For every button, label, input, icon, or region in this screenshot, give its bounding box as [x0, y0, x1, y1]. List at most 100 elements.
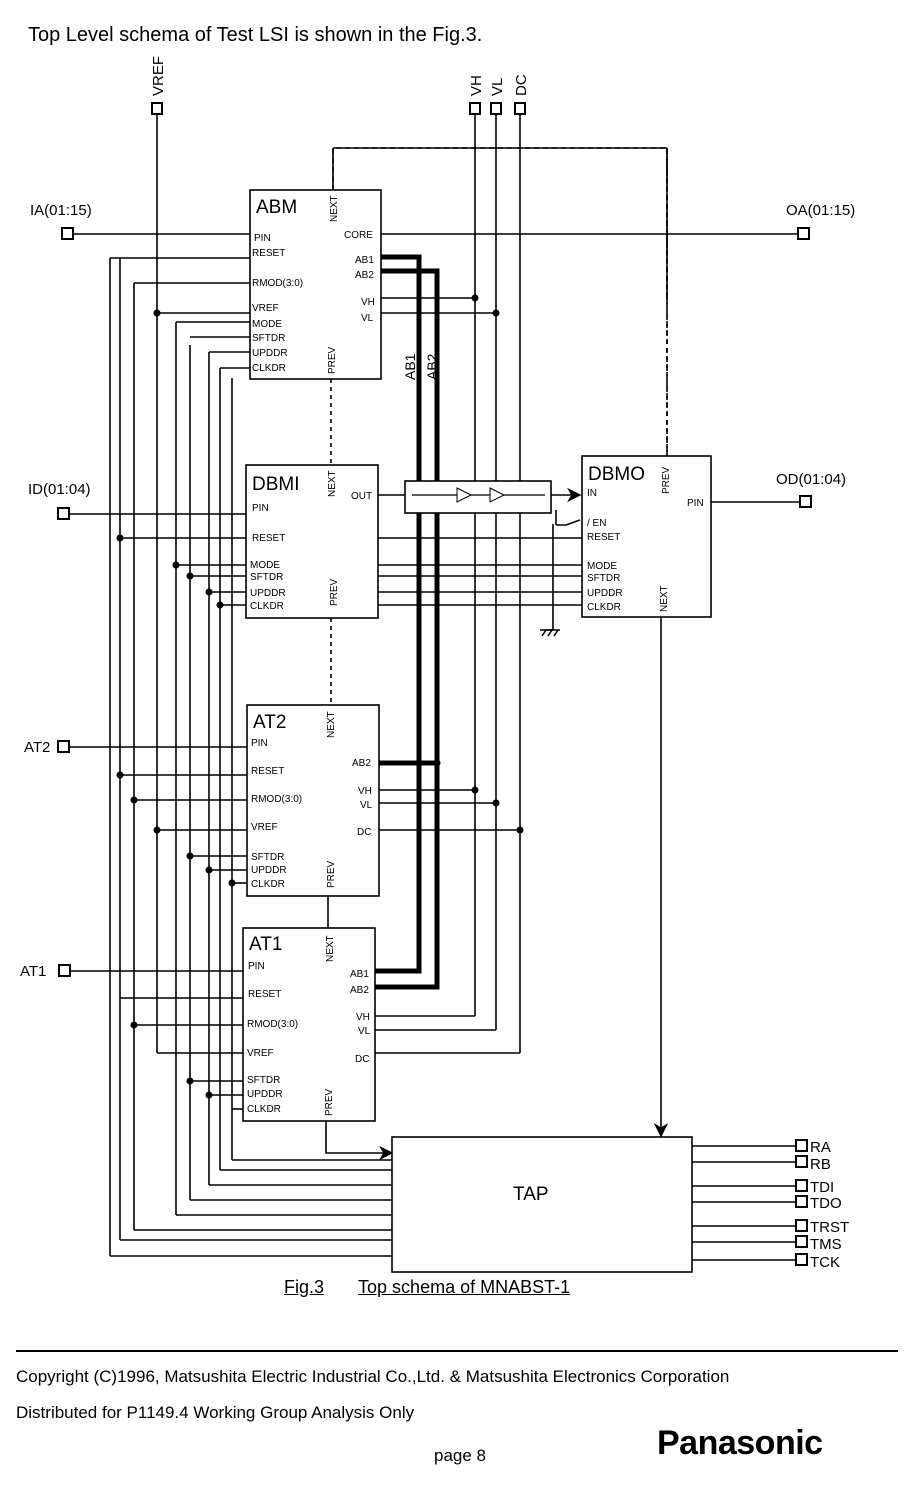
dbmo-port: SFTDR [587, 573, 620, 584]
abm-port: UPDDR [252, 348, 288, 359]
pin-ia: IA(01:15) [30, 202, 92, 219]
pin-tdi: TDI [810, 1179, 834, 1196]
footer-divider [16, 1350, 898, 1352]
at1-port: PIN [248, 961, 265, 972]
abm-port: MODE [252, 319, 282, 330]
at2-next: NEXT [326, 711, 337, 738]
dbmo-port: UPDDR [587, 588, 623, 599]
pin-at1: AT1 [20, 963, 46, 980]
dbmi-next: NEXT [327, 470, 338, 497]
dbmi-port: UPDDR [250, 588, 286, 599]
at1-port: CLKDR [247, 1104, 281, 1115]
dbmo-port: IN [587, 488, 597, 499]
abm-title: ABM [256, 197, 297, 218]
abm-block: ABM PIN RESET RMOD(3:0) VREF MODE SFTDR … [249, 189, 382, 380]
dbmo-port: / EN [587, 518, 606, 529]
abm-port: VREF [252, 303, 279, 314]
top-pins: VREF VH VL DC [150, 56, 530, 115]
abm-port: SFTDR [252, 333, 285, 344]
pin-trst: TRST [810, 1219, 849, 1236]
buffer-block [404, 480, 552, 514]
at2-block: AT2 PIN RESET RMOD(3:0) VREF SFTDR UPDDR… [246, 704, 380, 897]
bus-label-ab2: AB2 [424, 353, 440, 380]
pin-od: OD(01:04) [776, 471, 846, 488]
wiring [68, 115, 800, 1261]
abm-next: NEXT [329, 195, 340, 222]
dbmo-port: CLKDR [587, 602, 621, 613]
tap-block: TAP [391, 1136, 693, 1273]
at2-port: VL [360, 800, 373, 811]
tap-title: TAP [513, 1184, 549, 1205]
at1-port: VH [356, 1012, 370, 1023]
at1-prev: PREV [324, 1088, 335, 1116]
analog-buses [375, 254, 440, 990]
pin-dc: DC [513, 74, 530, 96]
at2-port: CLKDR [251, 879, 285, 890]
abm-port: AB2 [355, 270, 374, 281]
abm-port: RMOD(3:0) [252, 278, 303, 289]
dbmo-port: PIN [687, 498, 704, 509]
pin-ra: RA [810, 1139, 831, 1156]
figure-caption: Fig.3 Top schema of MNABST-1 [284, 1277, 570, 1298]
dbmo-port: MODE [587, 561, 617, 572]
at2-port: VREF [251, 822, 278, 833]
figure-title: Top schema of MNABST-1 [358, 1277, 571, 1297]
dbmi-port: PIN [252, 503, 269, 514]
at1-port: AB2 [350, 985, 369, 996]
abm-port: CORE [344, 230, 373, 241]
at1-port: UPDDR [247, 1089, 283, 1100]
abm-port: VL [361, 313, 374, 324]
at1-port: VREF [247, 1048, 274, 1059]
page-number: page 8 [434, 1446, 486, 1465]
at2-title: AT2 [253, 712, 286, 733]
abm-port: VH [361, 297, 375, 308]
io-pins: IA(01:15) OA(01:15) ID(01:04) OD(01:04) … [20, 202, 855, 980]
dbmi-title: DBMI [252, 474, 300, 495]
at1-next: NEXT [325, 935, 336, 962]
figure-number: Fig.3 [284, 1277, 325, 1297]
dbmo-port: RESET [587, 532, 620, 543]
dbmo-prev: PREV [661, 466, 672, 494]
panasonic-logo: Panasonic [657, 1424, 823, 1462]
pin-tdo: TDO [810, 1195, 842, 1212]
at1-title: AT1 [249, 934, 282, 955]
at1-port: VL [358, 1026, 371, 1037]
at1-port: AB1 [350, 969, 369, 980]
at2-port: DC [357, 827, 371, 838]
abm-port: RESET [252, 248, 285, 259]
distribution-text: Distributed for P1149.4 Working Group An… [16, 1403, 415, 1422]
pin-rb: RB [810, 1156, 831, 1173]
dbmi-port: SFTDR [250, 572, 283, 583]
at2-port: UPDDR [251, 865, 287, 876]
dbmi-port: CLKDR [250, 601, 284, 612]
dbmi-block: DBMI PIN RESET MODE SFTDR UPDDR CLKDR OU… [245, 464, 379, 619]
abm-prev: PREV [327, 346, 338, 374]
at1-port: DC [355, 1054, 369, 1065]
dbmo-next: NEXT [659, 585, 670, 612]
dbmi-port: RESET [252, 533, 285, 544]
pin-tck: TCK [810, 1254, 840, 1271]
dbmi-port: OUT [351, 491, 372, 502]
abm-port: PIN [254, 233, 271, 244]
tap-pins: RA RB TDI TDO TRST TMS TCK [795, 1139, 849, 1271]
pin-vh: VH [468, 75, 485, 96]
at2-port: VH [358, 786, 372, 797]
dbmo-title: DBMO [588, 464, 645, 485]
dbmi-prev: PREV [329, 578, 340, 606]
abm-port: CLKDR [252, 363, 286, 374]
pin-vref: VREF [150, 56, 167, 96]
pin-at2: AT2 [24, 739, 50, 756]
dbmo-block: DBMO IN / EN RESET MODE SFTDR UPDDR CLKD… [581, 455, 712, 618]
ground-symbol [540, 629, 560, 637]
pin-oa: OA(01:15) [786, 202, 855, 219]
pin-vl: VL [489, 78, 506, 96]
dbmi-port: MODE [250, 560, 280, 571]
at1-port: RESET [248, 989, 281, 1000]
abm-port: AB1 [355, 255, 374, 266]
at1-port: RMOD(3:0) [247, 1019, 298, 1030]
intro-text: Top Level schema of Test LSI is shown in… [28, 24, 483, 46]
pin-tms: TMS [810, 1236, 842, 1253]
at2-port: AB2 [352, 758, 371, 769]
at1-block: AT1 PIN RESET RMOD(3:0) VREF SFTDR UPDDR… [242, 927, 376, 1122]
